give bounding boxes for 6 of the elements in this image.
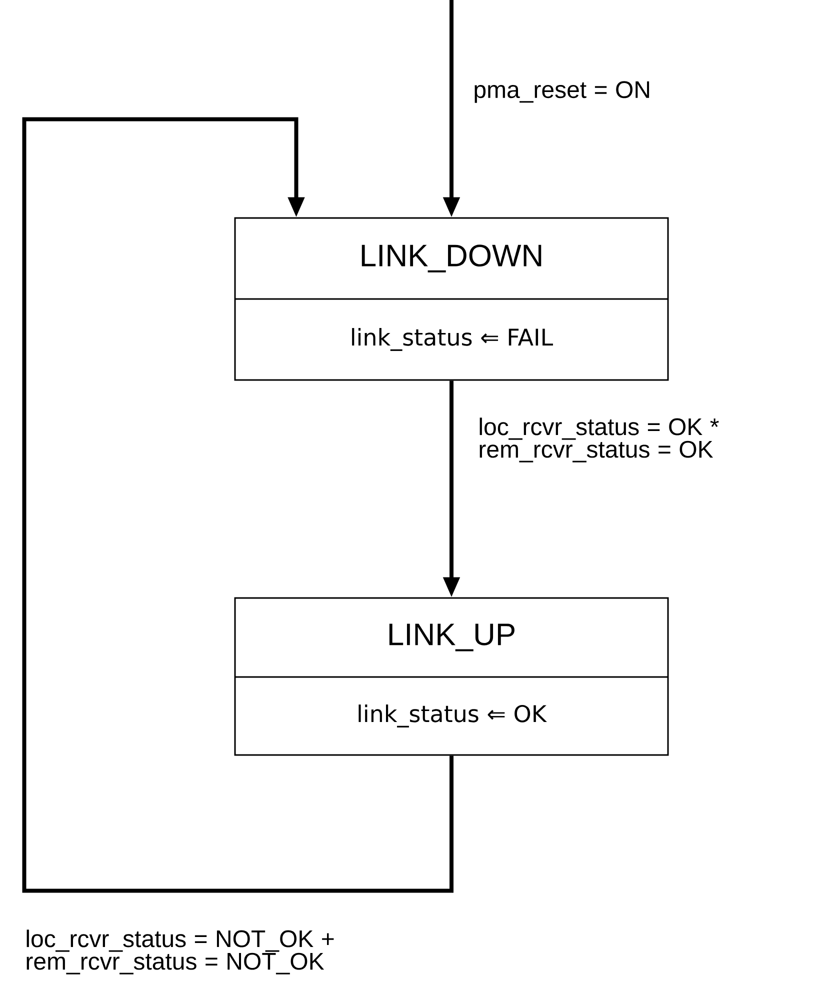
arrow <box>22 117 454 893</box>
edge-label: loc_rcvr_status = OK * rem_rcvr_status = OK <box>480 418 719 462</box>
state-box: LINK_UP link_status ⇐ OK <box>234 597 669 756</box>
edge-label: loc_rcvr_status = NOT_OK + rem_rcvr_status = NOT_OK <box>26 930 334 974</box>
state-box: LINK_DOWN link_status ⇐ FAIL <box>234 217 669 381</box>
edge-label: pma_reset = ON <box>474 81 650 103</box>
